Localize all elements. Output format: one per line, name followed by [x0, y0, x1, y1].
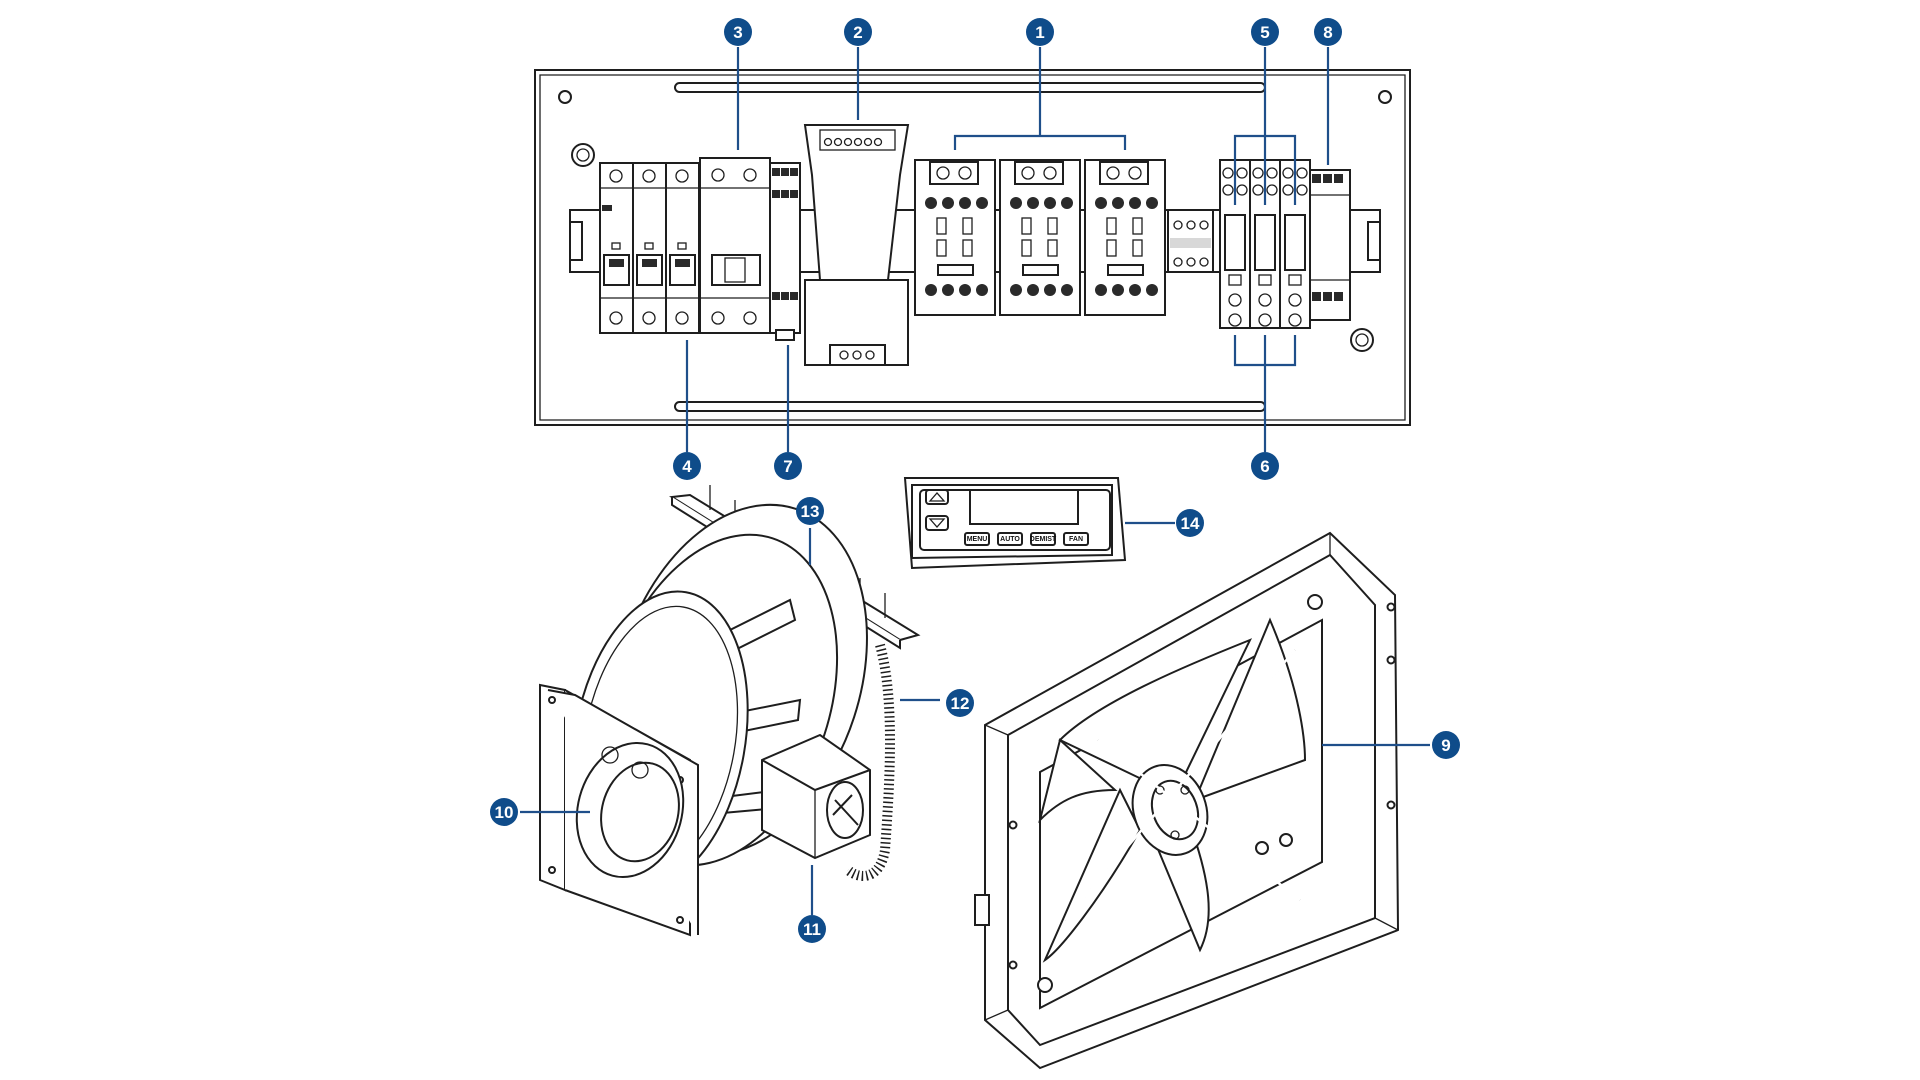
demist-button[interactable]: DEMIST — [1030, 532, 1057, 546]
callout-8-label: 8 — [1323, 23, 1332, 42]
callout-11-label: 11 — [803, 920, 821, 939]
auto-button[interactable]: AUTO — [997, 532, 1023, 546]
callout-12-label: 12 — [951, 694, 970, 713]
contactor-3 — [1084, 159, 1166, 316]
callout-10-label: 10 — [495, 803, 514, 822]
contactor-1 — [914, 159, 996, 316]
callout-13-label: 13 — [801, 502, 820, 521]
callout-5: 5 — [1251, 18, 1279, 46]
demist-button-label: DEMIST — [1030, 536, 1057, 543]
callout-2: 2 — [844, 18, 872, 46]
leader-lines — [520, 47, 1430, 915]
fan-button-label: FAN — [1069, 536, 1083, 543]
up-arrow-icon[interactable] — [928, 492, 946, 502]
callout-1-label: 1 — [1035, 23, 1044, 42]
callout-14-label: 14 — [1181, 514, 1200, 533]
fuse-holders — [1219, 159, 1311, 329]
callout-3-label: 3 — [733, 23, 742, 42]
fan-button[interactable]: FAN — [1063, 532, 1089, 546]
control-panel — [534, 69, 1411, 426]
callout-9-label: 9 — [1441, 736, 1450, 755]
menu-button-label: MENU — [967, 536, 988, 543]
contactor-2 — [999, 159, 1081, 316]
terminal-strip — [1167, 209, 1214, 273]
callout-9: 9 — [1432, 731, 1460, 759]
callout-11: 11 — [798, 915, 826, 943]
axial-fan-assembly — [974, 531, 1400, 1070]
callout-7-label: 7 — [783, 457, 792, 476]
callout-6-label: 6 — [1260, 457, 1269, 476]
callout-6: 6 — [1251, 452, 1279, 480]
digital-controller: MENU AUTO DEMIST FAN — [903, 477, 1127, 570]
terminal-fuse — [769, 162, 801, 341]
callout-7: 7 — [774, 452, 802, 480]
centrifugal-fan-assembly — [539, 485, 921, 937]
callout-8: 8 — [1314, 18, 1342, 46]
callout-12: 12 — [946, 689, 974, 717]
callout-1: 1 — [1026, 18, 1054, 46]
callout-4: 4 — [673, 452, 701, 480]
down-arrow-icon[interactable] — [928, 518, 946, 528]
menu-button[interactable]: MENU — [964, 532, 990, 546]
callout-13: 13 — [796, 497, 824, 525]
double-pole-breaker — [699, 157, 771, 334]
callout-3: 3 — [724, 18, 752, 46]
relay-block — [1309, 169, 1351, 321]
callout-2-label: 2 — [853, 23, 862, 42]
auto-button-label: AUTO — [1000, 536, 1020, 543]
callout-5-label: 5 — [1260, 23, 1269, 42]
power-supply — [803, 124, 910, 366]
callout-4-label: 4 — [682, 457, 692, 476]
breaker-group — [599, 162, 700, 334]
callout-14: 14 — [1176, 509, 1204, 537]
callout-10: 10 — [490, 798, 518, 826]
